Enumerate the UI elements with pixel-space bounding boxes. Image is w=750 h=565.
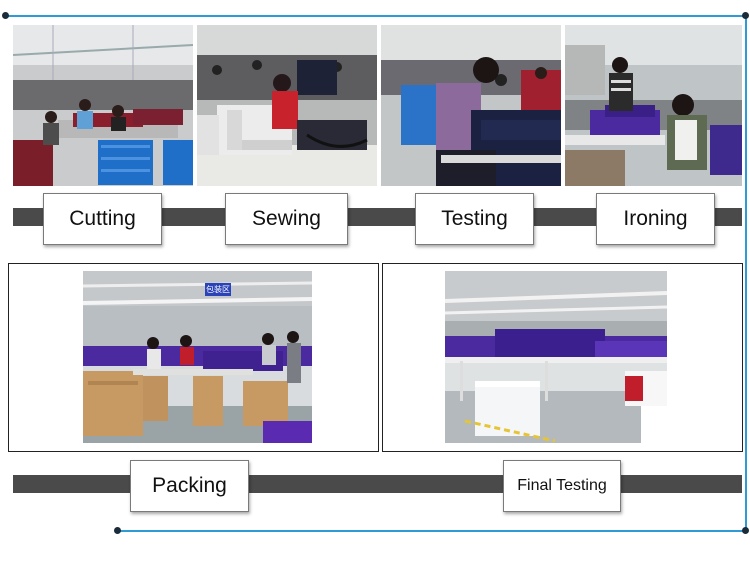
process-connector-bar-1: [13, 208, 742, 226]
step-label-ironing: Ironing: [596, 193, 715, 245]
frame-corner-dot-bottom-right: [742, 527, 749, 534]
packing-area-sign: 包装区: [205, 283, 231, 296]
testing-photo: [381, 25, 561, 186]
step-label-testing: Testing: [415, 193, 534, 245]
cutting-photo: [13, 25, 193, 186]
frame-corner-dot-top-right: [742, 12, 749, 19]
sewing-photo: [197, 25, 377, 186]
step-label-cutting: Cutting: [43, 193, 162, 245]
frame-corner-dot-bottom-left: [114, 527, 121, 534]
frame-corner-dot-top-left: [2, 12, 9, 19]
process-connector-bar-2: [13, 475, 742, 493]
step-label-packing: Packing: [130, 460, 249, 512]
packing-photo: 包装区: [83, 271, 312, 443]
step-label-sewing: Sewing: [225, 193, 348, 245]
frame-bottom-line: [118, 530, 746, 532]
final-testing-photo: [445, 271, 667, 443]
frame-top-line: [5, 15, 746, 17]
frame-right-line: [745, 15, 747, 531]
ironing-photo: [565, 25, 742, 186]
step-label-final-testing: Final Testing: [503, 460, 621, 512]
